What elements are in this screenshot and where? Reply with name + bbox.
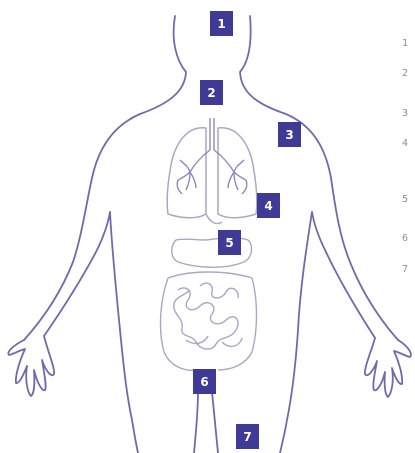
lungs	[167, 128, 257, 218]
large-intestine	[161, 272, 257, 370]
right-lung	[218, 128, 257, 218]
legend-number-4: 4	[402, 138, 414, 149]
marker-5: 5	[218, 230, 241, 255]
airways	[177, 118, 247, 194]
legend-number-5: 5	[402, 194, 414, 205]
abdomen-organs	[161, 214, 257, 384]
marker-4: 4	[257, 193, 280, 218]
left-lung	[167, 128, 206, 218]
legend-number-3: 3	[402, 108, 414, 119]
marker-7: 7	[236, 424, 259, 449]
marker-6: 6	[193, 369, 216, 394]
marker-1: 1	[210, 11, 233, 36]
legend-number-6: 6	[402, 233, 414, 244]
marker-3: 3	[278, 122, 301, 147]
legend-number-1: 1	[402, 38, 414, 49]
marker-2: 2	[200, 80, 223, 105]
legend-number-2: 2	[402, 68, 414, 79]
legend-number-7: 7	[402, 264, 414, 275]
